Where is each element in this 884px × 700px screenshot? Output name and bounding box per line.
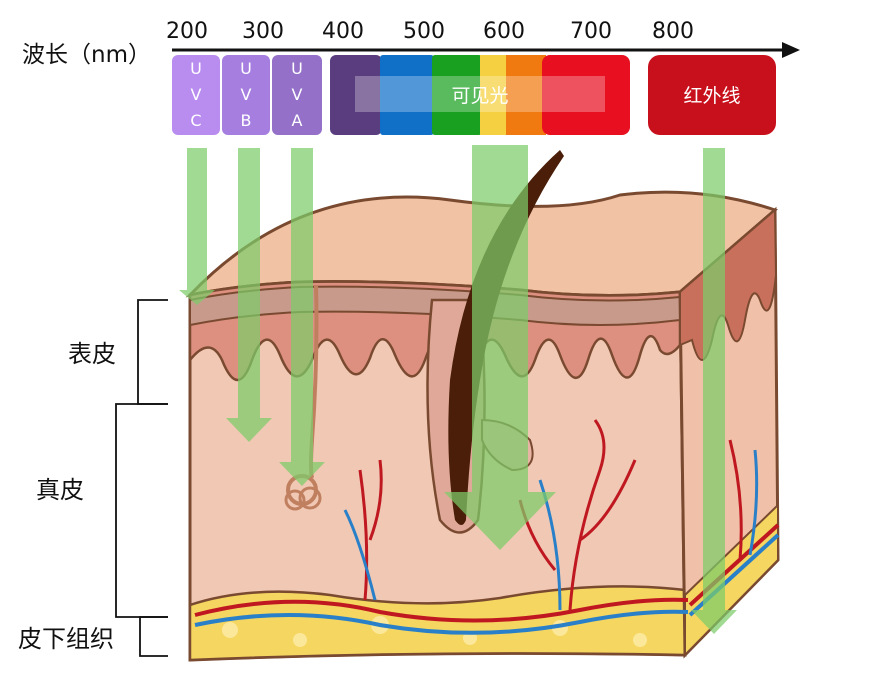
fat-cell (633, 633, 647, 647)
tick-600: 600 (483, 19, 525, 44)
fat-cell (222, 622, 238, 638)
artery (728, 439, 743, 561)
infrared-band (648, 55, 776, 135)
tick-200: 200 (166, 19, 208, 44)
layer-labels: 表皮 真皮 皮下组织 (18, 299, 168, 657)
subcutaneous-label: 皮下组织 (18, 625, 114, 653)
uvb-band (222, 55, 270, 135)
fat-cell (293, 633, 307, 647)
tick-700: 700 (570, 19, 612, 44)
uvc-letter-3: C (190, 111, 201, 130)
axis-label: 波长（nm） (22, 42, 151, 68)
tick-800: 800 (652, 19, 694, 44)
red-band (542, 55, 630, 135)
wavelength-axis: 波长（nm） 200 300 400 500 600 700 800 (22, 19, 800, 68)
artery (368, 459, 383, 541)
tick-400: 400 (322, 19, 364, 44)
artery (358, 469, 369, 601)
orange-band (506, 55, 546, 135)
uvb-arrow (226, 148, 272, 442)
uva-letter-2: V (292, 85, 303, 104)
uvb-letter-1: U (240, 59, 252, 78)
visible-light-label: 可见光 (451, 85, 508, 107)
uvc-letter-2: V (191, 85, 202, 104)
artery (568, 419, 606, 611)
uvb-letter-2: V (241, 85, 252, 104)
artery (194, 597, 689, 623)
uva-letter-3: A (292, 111, 303, 130)
tick-500: 500 (403, 19, 445, 44)
uvb-letter-3: B (241, 111, 252, 130)
uva-arrow (279, 148, 325, 486)
vein (748, 449, 759, 556)
sweat-gland-coil (284, 489, 306, 511)
artery (579, 459, 637, 542)
vein (194, 609, 689, 635)
visible-arrow (444, 145, 556, 550)
spectrum-bands: U V C U V B U V A 可见光 红外线 (172, 55, 776, 135)
uvc-band (172, 55, 220, 135)
yellow-band (480, 55, 508, 135)
epidermis-label: 表皮 (68, 340, 116, 368)
green-band (432, 55, 482, 135)
violet-band (330, 55, 382, 135)
dermis-bracket (115, 403, 168, 618)
visible-label-box (355, 76, 605, 112)
infrared-arrow (691, 148, 737, 634)
uva-band (272, 55, 322, 135)
blue-band (380, 55, 434, 135)
penetration-arrows (179, 145, 737, 634)
vein (343, 509, 377, 601)
uvc-letter-1: U (190, 59, 202, 78)
dermis-label: 真皮 (36, 476, 84, 504)
infrared-label: 红外线 (683, 85, 740, 107)
uva-letter-1: U (291, 59, 303, 78)
axis-arrowhead (782, 42, 800, 58)
uvc-arrow (179, 148, 215, 305)
epidermis-bracket (137, 299, 168, 405)
subcutaneous-bracket (139, 616, 168, 657)
sweat-gland-coil (298, 486, 322, 510)
tick-300: 300 (242, 19, 284, 44)
